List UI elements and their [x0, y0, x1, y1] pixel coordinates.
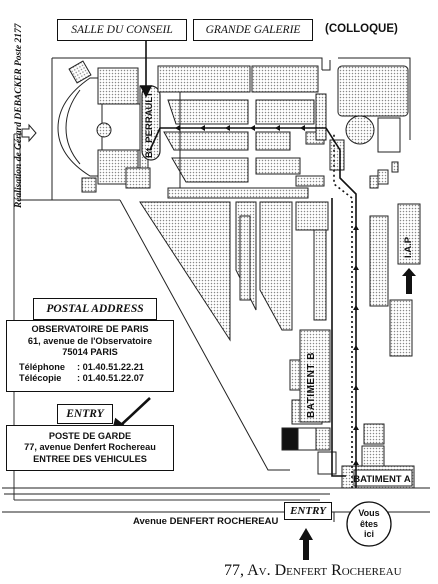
left-arrow-marker: [21, 123, 37, 143]
map-credit: Réalisation de Gérard DEBACKER Poste 217…: [14, 23, 24, 208]
grande-galerie-label: GRANDE GALERIE: [193, 19, 313, 41]
phone-value: : 01.40.51.22.21: [77, 361, 144, 372]
you-are-here-line: êtes: [359, 518, 378, 529]
batiment-a-building: [341, 465, 415, 489]
postal-line: 75014 PARIS: [62, 347, 118, 358]
entry-title: ENTRY: [57, 404, 113, 424]
east-buildings: [329, 65, 413, 469]
you-are-here-marker: [346, 501, 392, 547]
you-are-here-line: ici: [363, 529, 374, 539]
main-entry-up-arrow-icon: [299, 528, 313, 560]
you-are-here-line: Vous: [358, 508, 380, 518]
batiment-b-label: BATIMENT B: [306, 352, 317, 418]
iap-label: I.A.P: [403, 236, 414, 258]
route-arrowheads: [175, 125, 359, 465]
guard-house: [281, 427, 337, 475]
batiment-b-building: [299, 329, 331, 423]
fax-value: : 01.40.51.22.07: [77, 373, 144, 384]
fax-label: Télécopie: [19, 373, 62, 384]
site-outline: [20, 57, 411, 471]
iap-building: [397, 203, 421, 265]
conseil-arrow-icon: [139, 32, 153, 98]
avenue-label: Avenue DENFERT ROCHEREAU: [133, 516, 279, 527]
colloque-label: (COLLOQUE): [325, 23, 398, 35]
iap-arrow-icon: [402, 268, 416, 294]
entry-bottom-label: ENTRY: [284, 502, 332, 520]
entry-block: POSTE DE GARDE 77, avenue Denfert Rocher…: [6, 425, 174, 471]
postal-line: 61, avenue de l'Observatoire: [27, 335, 153, 346]
you-are-here-label: Vous êtes ici: [350, 508, 388, 544]
postal-address-title: POSTAL ADDRESS: [33, 298, 157, 320]
salle-du-conseil-label: SALLE DU CONSEIL: [57, 19, 187, 41]
garden-parcels: [157, 65, 327, 199]
observatory-main-building: [57, 60, 151, 193]
entry-line: ENTREE DES VEHICULES: [33, 453, 147, 464]
street-address-label: 77, Av. Denfert Rochereau: [224, 562, 402, 579]
postal-address-block: OBSERVATOIRE DE PARIS 61, avenue de l'Ob…: [6, 320, 174, 392]
walking-route: [149, 127, 357, 488]
phone-label: Téléphone: [19, 361, 65, 372]
bt-perrault-label: Bt. PERRAULT: [144, 91, 155, 158]
batiment-a-label: BATIMENT A: [353, 473, 411, 485]
entry-line: POSTE DE GARDE: [48, 431, 132, 441]
entry-line: 77, avenue Denfert Rochereau: [24, 442, 156, 453]
postal-line: OBSERVATOIRE DE PARIS: [31, 324, 149, 334]
